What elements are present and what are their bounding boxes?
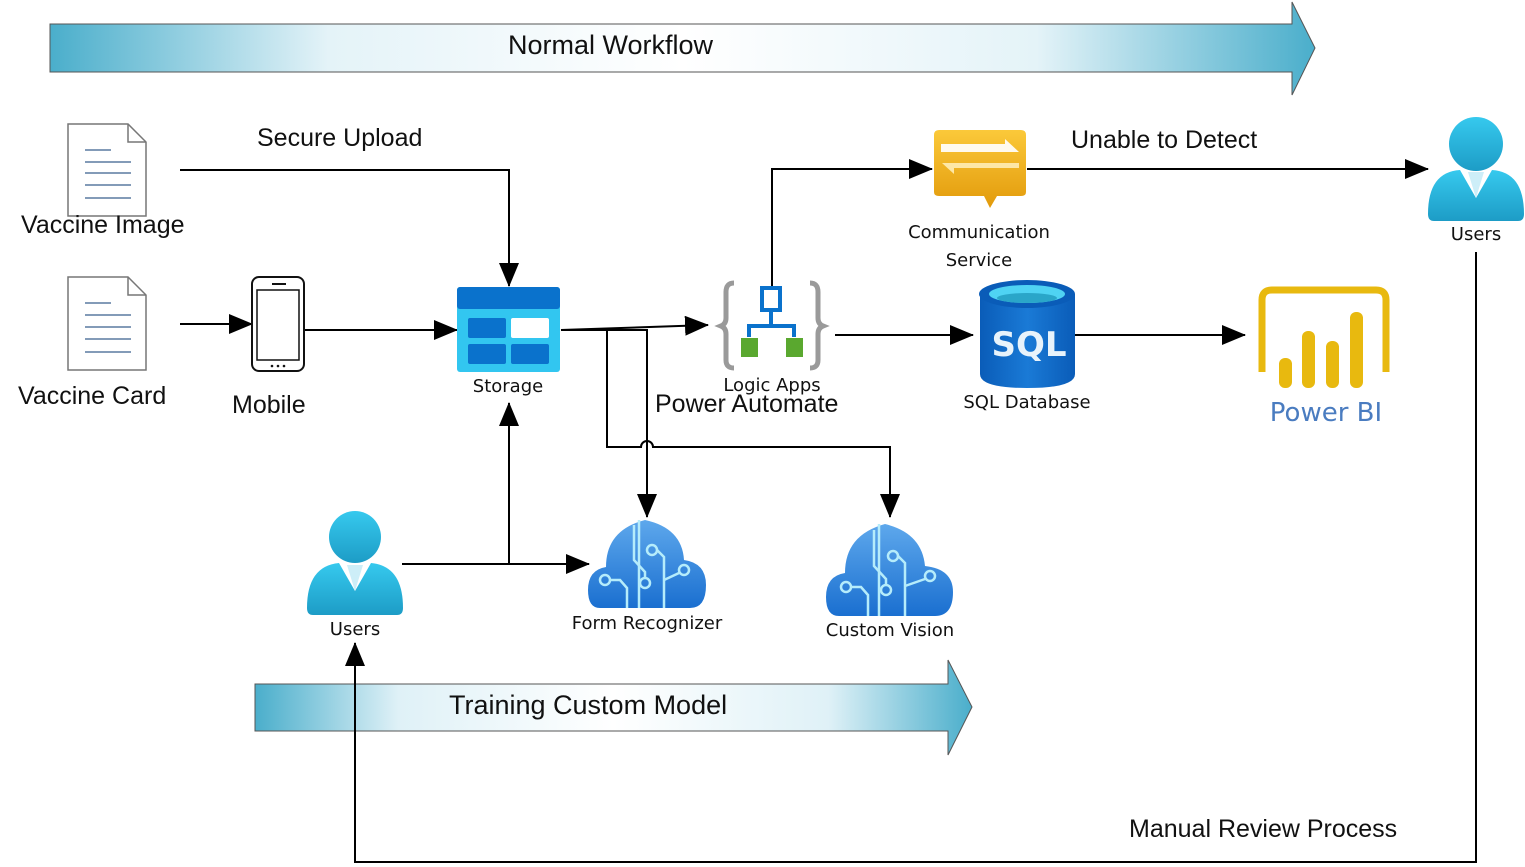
storage-label: Storage <box>472 376 544 397</box>
edge-vaccine-image-to-storage <box>180 169 519 287</box>
logic-apps-label: Logic Apps <box>723 375 821 396</box>
unable-to-detect-label: Unable to Detect <box>1071 126 1258 154</box>
training-custom-model-banner <box>254 659 973 756</box>
users-bottom-user-icon <box>307 511 403 615</box>
power-automate-label: Power Automate <box>655 390 839 418</box>
vaccine-card-document-icon <box>67 276 147 371</box>
vaccine-card-label: Vaccine Card <box>18 382 167 410</box>
svg-text:SQL: SQL <box>991 325 1066 365</box>
custom-vision-cognitive-cloud-icon <box>826 524 953 616</box>
edge-logic-apps-to-communication <box>771 159 933 290</box>
edge-storage-to-custom-vision <box>606 330 900 518</box>
edge-manual-review-loop <box>345 252 1477 863</box>
sql-database-label: SQL Database <box>963 392 1091 413</box>
power-bi-icon <box>1258 286 1390 388</box>
mobile-label: Mobile <box>232 391 306 419</box>
users-bottom-label: Users <box>329 619 381 640</box>
training-custom-model-label: Training Custom Model <box>449 690 728 720</box>
logic-apps-icon <box>714 280 830 371</box>
vaccine-image-label: Vaccine Image <box>21 211 185 239</box>
normal-workflow-banner <box>49 1 1316 96</box>
storage-icon <box>457 287 560 372</box>
sql-database-icon: SQL <box>979 280 1075 388</box>
secure-upload-label: Secure Upload <box>257 124 423 152</box>
manual-review-process-label: Manual Review Process <box>1129 815 1398 843</box>
users-top-user-icon <box>1428 117 1524 221</box>
form-recognizer-label: Form Recognizer <box>571 613 723 634</box>
power-bi-label: Power BI <box>1269 398 1383 428</box>
users-top-label: Users <box>1450 224 1502 245</box>
communication-service-label-line2: Service <box>945 250 1013 271</box>
vaccine-image-document-icon <box>67 123 147 217</box>
communication-service-icon <box>934 130 1026 208</box>
custom-vision-label: Custom Vision <box>825 620 955 641</box>
normal-workflow-label: Normal Workflow <box>508 30 714 60</box>
edge-storage-to-form-recognizer <box>561 329 657 518</box>
communication-service-label-line1: Communication <box>908 222 1050 243</box>
mobile-phone-icon <box>251 276 305 372</box>
connectors <box>180 159 1477 863</box>
form-recognizer-cognitive-cloud-icon <box>588 520 706 608</box>
